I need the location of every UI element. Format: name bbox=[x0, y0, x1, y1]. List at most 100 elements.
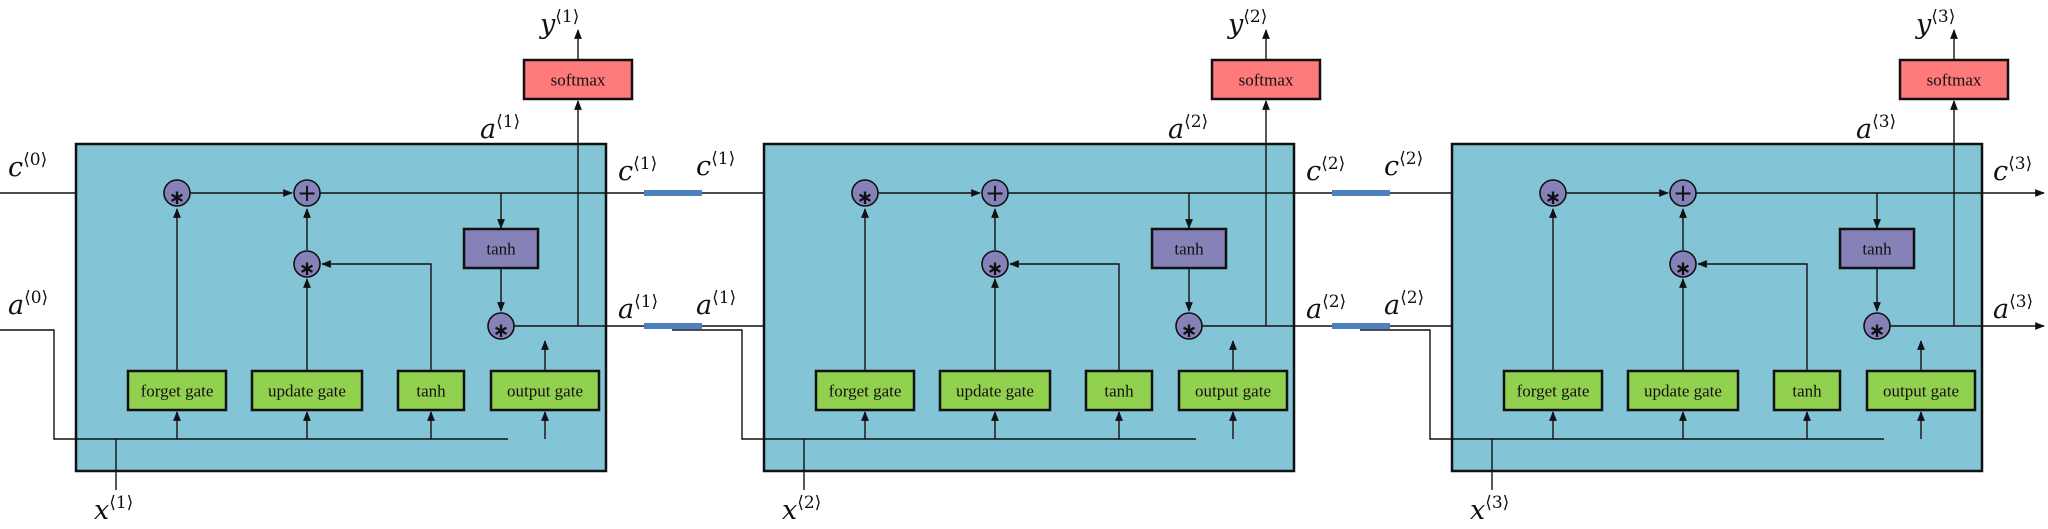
cell-3-label-x: x⟨3⟩ bbox=[1470, 493, 1509, 526]
cell-1-label-a-next-superscript: ⟨1⟩ bbox=[712, 288, 736, 308]
cell-3-update-gate: update gate bbox=[1626, 369, 1740, 412]
cell-2-output-gate-label: output gate bbox=[1195, 382, 1271, 401]
cell-3-tanh-gate: tanh bbox=[1772, 369, 1842, 412]
cell-3-label-x-superscript: ⟨3⟩ bbox=[1485, 493, 1509, 513]
cell-1-label-a-out: a⟨1⟩ bbox=[618, 292, 658, 325]
cell-1-tanh-gate: tanh bbox=[396, 369, 466, 412]
cell-1-label-y-superscript: ⟨1⟩ bbox=[555, 7, 579, 27]
cell-2-output-mult-op-symbol: ∗ bbox=[1181, 318, 1198, 342]
cell-2-label-c-next-base: c bbox=[1384, 151, 1399, 182]
cell-1-update-gate-rect bbox=[250, 369, 364, 412]
cell-3-update-mult-op: ∗ bbox=[1669, 250, 1697, 280]
cell-3-output-mult-op-symbol: ∗ bbox=[1869, 318, 1886, 342]
cell-2-forget-mult-op-symbol: ∗ bbox=[857, 185, 874, 209]
cell-2-update-mult-op-circle bbox=[981, 250, 1009, 278]
cell-3-output-mult-op: ∗ bbox=[1863, 312, 1891, 342]
cell-1-label-x: x⟨1⟩ bbox=[94, 493, 133, 526]
cell-2-label-a-top: a⟨2⟩ bbox=[1168, 112, 1208, 145]
cell-2-update-mult-op: ∗ bbox=[981, 250, 1009, 280]
cell-2-softmax: softmax bbox=[1210, 58, 1322, 101]
cell-2-label-x-base: x bbox=[782, 495, 797, 526]
cell-2-label-a-out: a⟨2⟩ bbox=[1306, 292, 1346, 325]
cell-2-output-gate-rect bbox=[1177, 369, 1289, 412]
cell-1-label-c-out-base: c bbox=[618, 156, 633, 187]
cell-3-label-a-out-base: a bbox=[1993, 294, 2009, 325]
cell-3-update-mult-op-circle bbox=[1669, 250, 1697, 278]
cell-3-cell-tanh-label: tanh bbox=[1862, 240, 1892, 259]
cell-3-forget-mult-op: ∗ bbox=[1539, 179, 1567, 209]
cell-2-label-y-superscript: ⟨2⟩ bbox=[1243, 7, 1267, 27]
cell-2-softmax-rect bbox=[1210, 58, 1322, 101]
label-a0: a⟨0⟩ bbox=[8, 288, 48, 321]
cell-1-forget-mult-op-symbol: ∗ bbox=[169, 185, 186, 209]
cell-2-tanh-gate: tanh bbox=[1084, 369, 1154, 412]
cell-1-forget-gate-rect bbox=[126, 369, 228, 412]
cell-3-update-gate-rect bbox=[1626, 369, 1740, 412]
cell-3-label-c-out-superscript: ⟨3⟩ bbox=[2008, 154, 2032, 174]
cell-1-softmax: softmax bbox=[522, 58, 634, 101]
cell-1-label-x-superscript: ⟨1⟩ bbox=[109, 493, 133, 513]
cell-1-cell-tanh-rect bbox=[462, 227, 540, 270]
cell-1-update-gate-label: update gate bbox=[268, 382, 346, 401]
cell-2-cell-tanh-label: tanh bbox=[1174, 240, 1204, 259]
cell-2-label-c-out: c⟨2⟩ bbox=[1306, 154, 1345, 187]
cell-1-softmax-label: softmax bbox=[551, 71, 606, 90]
cell-1-label-c-next-superscript: ⟨1⟩ bbox=[711, 149, 735, 169]
cell-2-label-y-base: y bbox=[1227, 9, 1244, 40]
cell-3-box bbox=[1450, 142, 1984, 473]
cell-1-cell-tanh: tanh bbox=[462, 227, 540, 270]
cell-1-forget-gate-label: forget gate bbox=[141, 382, 214, 401]
cell-3-output-gate-rect bbox=[1865, 369, 1977, 412]
cell-2-update-gate: update gate bbox=[938, 369, 1052, 412]
cell-1-output-mult-op: ∗ bbox=[487, 312, 515, 342]
cell-1-output-mult-op-symbol: ∗ bbox=[493, 318, 510, 342]
label-c0: c⟨0⟩ bbox=[8, 150, 47, 183]
cell-3-label-a-top: a⟨3⟩ bbox=[1856, 112, 1896, 145]
cell-3-label-c-out: c⟨3⟩ bbox=[1993, 154, 2032, 187]
cell-3-add-op-symbol: + bbox=[1673, 179, 1693, 207]
cell-2-forget-gate: forget gate bbox=[814, 369, 916, 412]
label-c0-base: c bbox=[8, 152, 23, 183]
cell-3-add-op: + bbox=[1669, 179, 1697, 207]
cell-3-label-a-out: a⟨3⟩ bbox=[1993, 292, 2033, 325]
cell-2-add-op-symbol: + bbox=[985, 179, 1005, 207]
cell-2-tanh-to-mult bbox=[1009, 260, 1120, 370]
cell-1-label-c-next-base: c bbox=[696, 151, 711, 182]
cell-2-label-a-out-base: a bbox=[1306, 294, 1322, 325]
cell-1-label-a-next-base: a bbox=[696, 290, 712, 321]
cell-1-update-gate: update gate bbox=[250, 369, 364, 412]
cell-1-output-gate-rect bbox=[489, 369, 601, 412]
label-a0-base: a bbox=[8, 290, 24, 321]
cell-3-label-y-superscript: ⟨3⟩ bbox=[1931, 7, 1955, 27]
cell-1-label-y-base: y bbox=[539, 9, 556, 40]
cell-2-cell-tanh: tanh bbox=[1150, 227, 1228, 270]
cell-1-output-gate-label: output gate bbox=[507, 382, 583, 401]
cell-3-softmax: softmax bbox=[1898, 58, 2010, 101]
cell-1-box bbox=[74, 142, 608, 473]
cell-1-update-mult-op: ∗ bbox=[293, 250, 321, 280]
cell-1-label-y: y⟨1⟩ bbox=[539, 7, 579, 40]
cell-3-update-mult-op-symbol: ∗ bbox=[1675, 256, 1692, 280]
cell-2-update-gate-rect bbox=[938, 369, 1052, 412]
cell-1-output-gate: output gate bbox=[489, 369, 601, 412]
cell-2-cell-tanh-rect bbox=[1150, 227, 1228, 270]
cell-2-label-c-out-superscript: ⟨2⟩ bbox=[1321, 154, 1345, 174]
cell-1-label-a-out-superscript: ⟨1⟩ bbox=[634, 292, 658, 312]
cell-3-cell-tanh: tanh bbox=[1838, 227, 1916, 270]
cell-1-tanh-gate-label: tanh bbox=[416, 382, 446, 401]
cell-2-add-op: + bbox=[981, 179, 1009, 207]
cell-2-forget-gate-rect bbox=[814, 369, 916, 412]
cell-3-update-gate-label: update gate bbox=[1644, 382, 1722, 401]
cell-3-forget-mult-op-symbol: ∗ bbox=[1545, 185, 1562, 209]
cell-1-label-c-out-superscript: ⟨1⟩ bbox=[633, 154, 657, 174]
cell-2-label-x-superscript: ⟨2⟩ bbox=[797, 493, 821, 513]
cell-2-box bbox=[762, 142, 1296, 473]
cell-1-add-op: + bbox=[293, 179, 321, 207]
cell-1-label-a-top-superscript: ⟨1⟩ bbox=[496, 112, 520, 132]
cell-1-softmax-rect bbox=[522, 58, 634, 101]
cell-1-forget-gate: forget gate bbox=[126, 369, 228, 412]
cell-1-label-c-out: c⟨1⟩ bbox=[618, 154, 657, 187]
cell-1-label-a-top-base: a bbox=[480, 114, 496, 145]
cell-2-label-y: y⟨2⟩ bbox=[1227, 7, 1267, 40]
